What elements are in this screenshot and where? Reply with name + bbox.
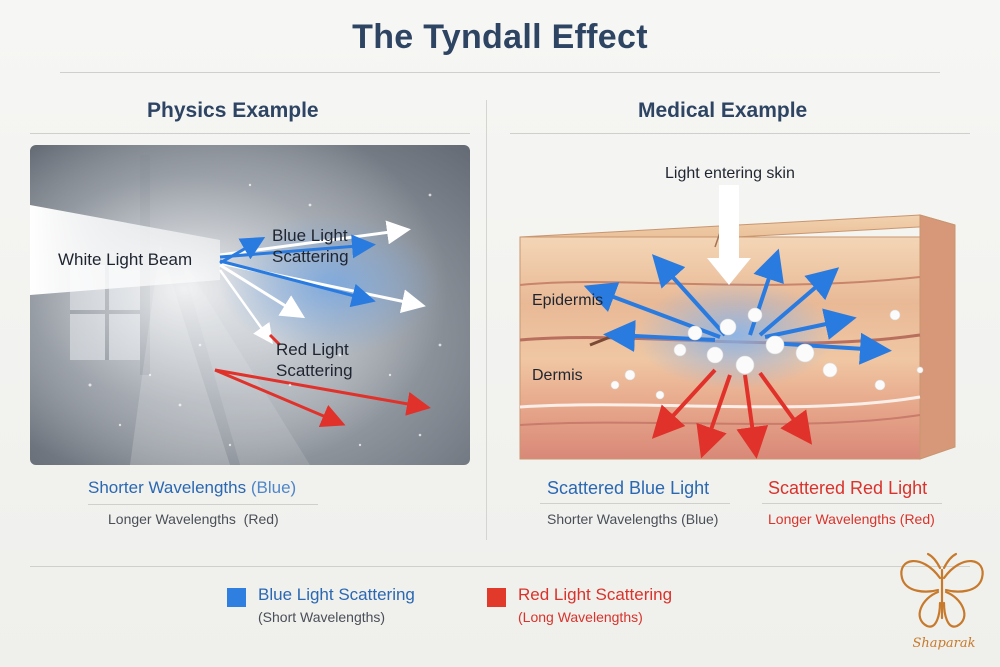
dermis-label: Dermis [532,367,583,384]
skin-cross-section [519,185,956,460]
scattered-blue-label: Scattered Blue Light [547,478,710,498]
blue-legend-sub: (Short Wavelengths) [258,609,386,625]
physics-illustration [30,145,470,465]
physics-scene [30,145,470,465]
physics-caption-rule [88,504,318,505]
red-scatter-label-line2: Scattering [276,361,353,380]
title-underline [60,72,940,73]
butterfly-icon [900,552,984,628]
light-entering-arrow-icon [707,185,751,285]
red-scatter-label-line1: Red Light [276,340,349,359]
red-legend-sub: (Long Wavelengths) [518,609,643,625]
blue-scatter-label-line1: Blue Light [272,226,348,245]
section-divider [486,100,487,540]
epidermis-label: Epidermis [532,292,604,309]
red-legend-title: Red Light Scattering [518,585,673,604]
white-light-beam-label: White Light Beam [58,250,193,269]
blue-legend-title: Blue Light Scattering [258,585,415,604]
shorter-wavelengths-text: Shorter Wavelengths [88,478,247,497]
blue-legend-swatch [227,588,246,607]
legend-rule [30,566,970,567]
page-title: The Tyndall Effect [352,18,648,56]
medical-heading: Medical Example [638,99,808,122]
light-entering-label: Light entering skin [665,165,795,182]
medical-heading-rule [510,133,970,134]
shaparak-logo: Shaparak [892,548,992,658]
medical-illustration [500,185,970,475]
physics-heading: Physics Example [147,99,319,122]
longer-wavelengths-label: Longer Wavelengths (Red) [108,511,279,527]
red-legend-swatch [487,588,506,607]
medical-blue-caption-rule [540,503,730,504]
scattered-red-label: Scattered Red Light [768,478,928,498]
scattered-red-sub: Longer Wavelengths (Red) [768,511,935,527]
medical-red-caption-rule [762,503,942,504]
blue-scatter-label-line2: Scattering [272,247,349,266]
scattered-blue-sub: Shorter Wavelengths (Blue) [547,511,719,527]
shorter-wavelengths-label: Shorter Wavelengths (Blue) [88,478,296,498]
physics-heading-rule [30,133,470,134]
logo-text: Shaparak [912,636,976,651]
shorter-wavelengths-paren: (Blue) [250,478,297,497]
